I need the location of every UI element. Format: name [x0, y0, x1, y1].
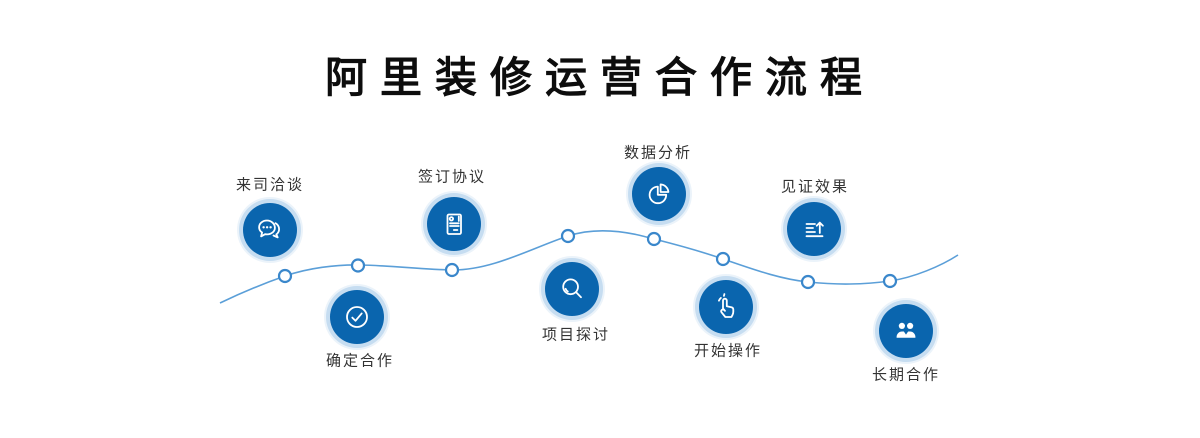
- waypoint-dot: [882, 273, 898, 289]
- step-label-5: 数据分析: [623, 144, 693, 162]
- step-node-6: [699, 280, 753, 334]
- hand-click-icon: [718, 293, 735, 318]
- step-node-8: [879, 304, 933, 358]
- chat-bubbles-icon: [258, 219, 280, 239]
- step-node-7: [787, 202, 841, 256]
- step-node-1: [243, 203, 297, 257]
- step-label-2: 确定合作: [325, 352, 395, 370]
- step-node-3: [427, 197, 481, 251]
- magnifier-icon: [562, 278, 582, 299]
- list-up-arrow-icon: [805, 221, 824, 238]
- waypoint-dot: [277, 268, 293, 284]
- step-label-6: 开始操作: [693, 342, 763, 360]
- waypoint-dot: [800, 274, 816, 290]
- partnership-people-icon: [896, 322, 916, 338]
- waypoint-dot: [715, 251, 731, 267]
- step-label-4: 项目探讨: [541, 326, 611, 344]
- waypoint-dot: [560, 228, 576, 244]
- step-label-7: 见证效果: [780, 178, 850, 196]
- step-label-8: 长期合作: [871, 366, 941, 384]
- waypoint-dot: [350, 258, 366, 273]
- step-label-1: 来司洽谈: [235, 176, 305, 194]
- step-label-3: 签订协议: [417, 168, 487, 186]
- contract-document-icon: [446, 213, 462, 235]
- step-node-5: [632, 167, 686, 221]
- waypoint-dot: [646, 231, 662, 247]
- waypoint-dot: [444, 262, 460, 278]
- step-node-4: [545, 262, 599, 316]
- step-node-2: [330, 290, 384, 344]
- page-title: 阿里装修运营合作流程: [324, 54, 875, 101]
- pie-chart-icon: [648, 183, 670, 205]
- check-circle-icon: [346, 306, 368, 328]
